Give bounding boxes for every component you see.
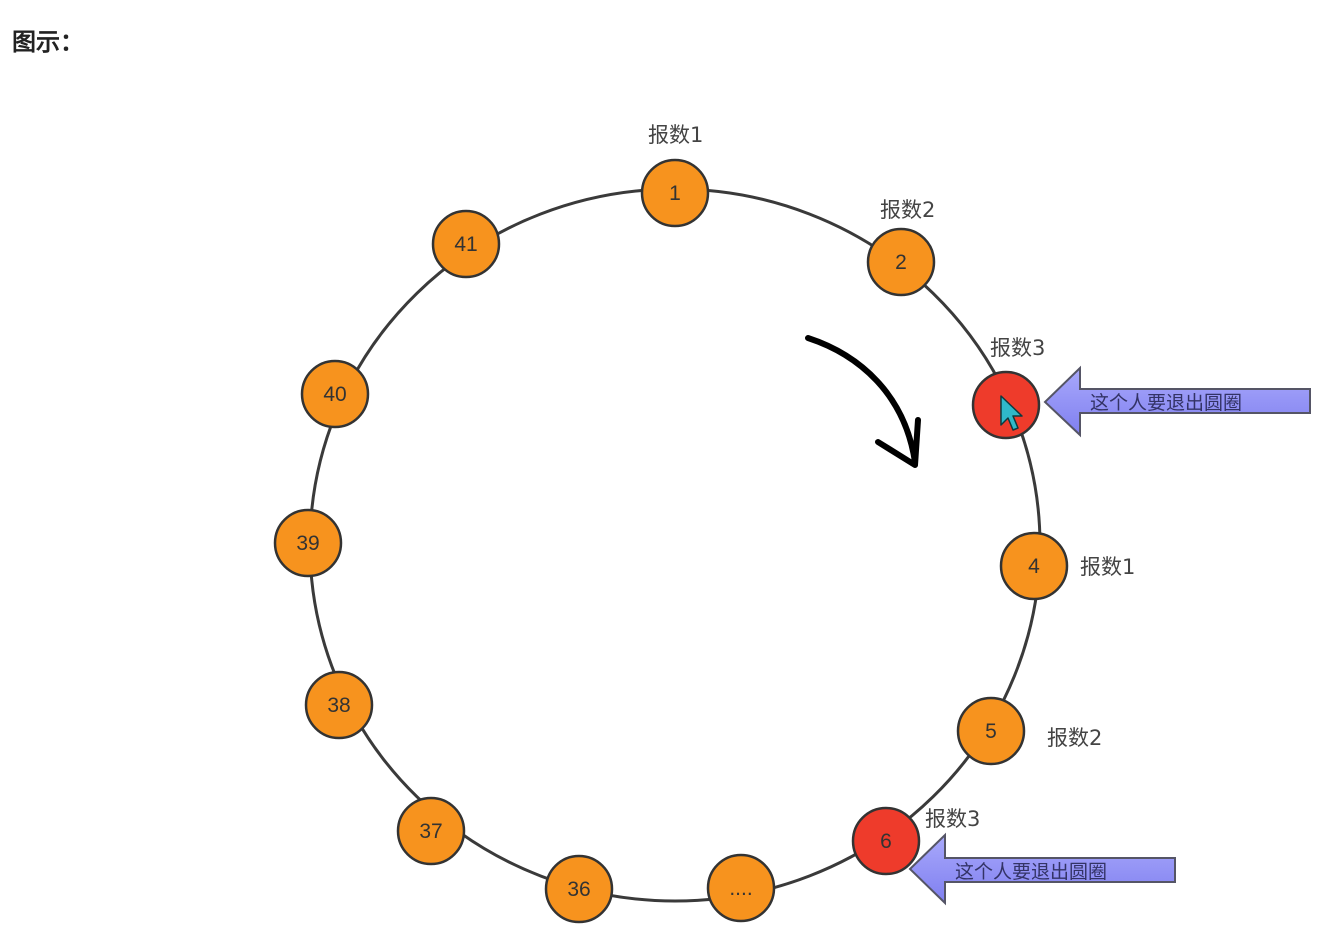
ring-circle [308, 187, 1042, 903]
ring-node: 38 [304, 670, 374, 740]
count-label: 报数3 [925, 807, 980, 831]
node-circle [999, 531, 1069, 601]
node-number: 4 [1028, 555, 1040, 578]
node-number: 5 [985, 720, 997, 743]
ring-node: 41 [431, 209, 501, 279]
ring-node: 36 [544, 854, 614, 924]
node-number: 40 [323, 383, 346, 406]
node-number: .... [729, 877, 752, 900]
page-heading: 图示： [12, 28, 84, 56]
ring-node: 2 [866, 227, 936, 297]
node-number: 41 [454, 233, 477, 256]
node-circle [431, 209, 501, 279]
node-circle [706, 853, 776, 923]
exit-pointer-text: 这个人要退出圆圈 [1090, 392, 1242, 414]
node-number: 2 [895, 251, 907, 274]
ring-node: 40 [300, 359, 370, 429]
count-label: 报数2 [1047, 726, 1102, 750]
mouse-cursor-icon [1000, 395, 1023, 431]
count-label: 报数1 [648, 123, 703, 147]
node-circle [300, 359, 370, 429]
node-circle [396, 796, 466, 866]
count-label: 报数1 [1080, 555, 1135, 579]
count-label: 报数3 [990, 336, 1045, 360]
ring-node: 39 [273, 508, 343, 578]
exit-pointer-arrow-top: 这个人要退出圆圈 [1043, 365, 1311, 438]
node-number: 6 [880, 830, 892, 853]
exit-pointer-arrow-bottom: 这个人要退出圆圈 [908, 832, 1176, 906]
node-number: 36 [567, 878, 590, 901]
node-circle [273, 508, 343, 578]
node-circle [640, 158, 710, 228]
node-circle [851, 806, 921, 876]
ring-node: .... [706, 853, 776, 923]
node-number: 37 [419, 820, 442, 843]
node-circle [544, 854, 614, 924]
clockwise-arrow-icon [805, 335, 921, 468]
node-number: 39 [296, 532, 319, 555]
exit-pointer-text: 这个人要退出圆圈 [955, 861, 1107, 883]
ring-node: 4 [999, 531, 1069, 601]
ring-node: 1 [640, 158, 710, 228]
node-number: 38 [327, 694, 350, 717]
node-circle [304, 670, 374, 740]
ring-node: 37 [396, 796, 466, 866]
node-circle [866, 227, 936, 297]
node-circle [956, 696, 1026, 766]
ring-node-exit: 6 [851, 806, 921, 876]
node-number: 1 [669, 182, 681, 205]
ring-node: 5 [956, 696, 1026, 766]
count-label: 报数2 [880, 198, 935, 222]
